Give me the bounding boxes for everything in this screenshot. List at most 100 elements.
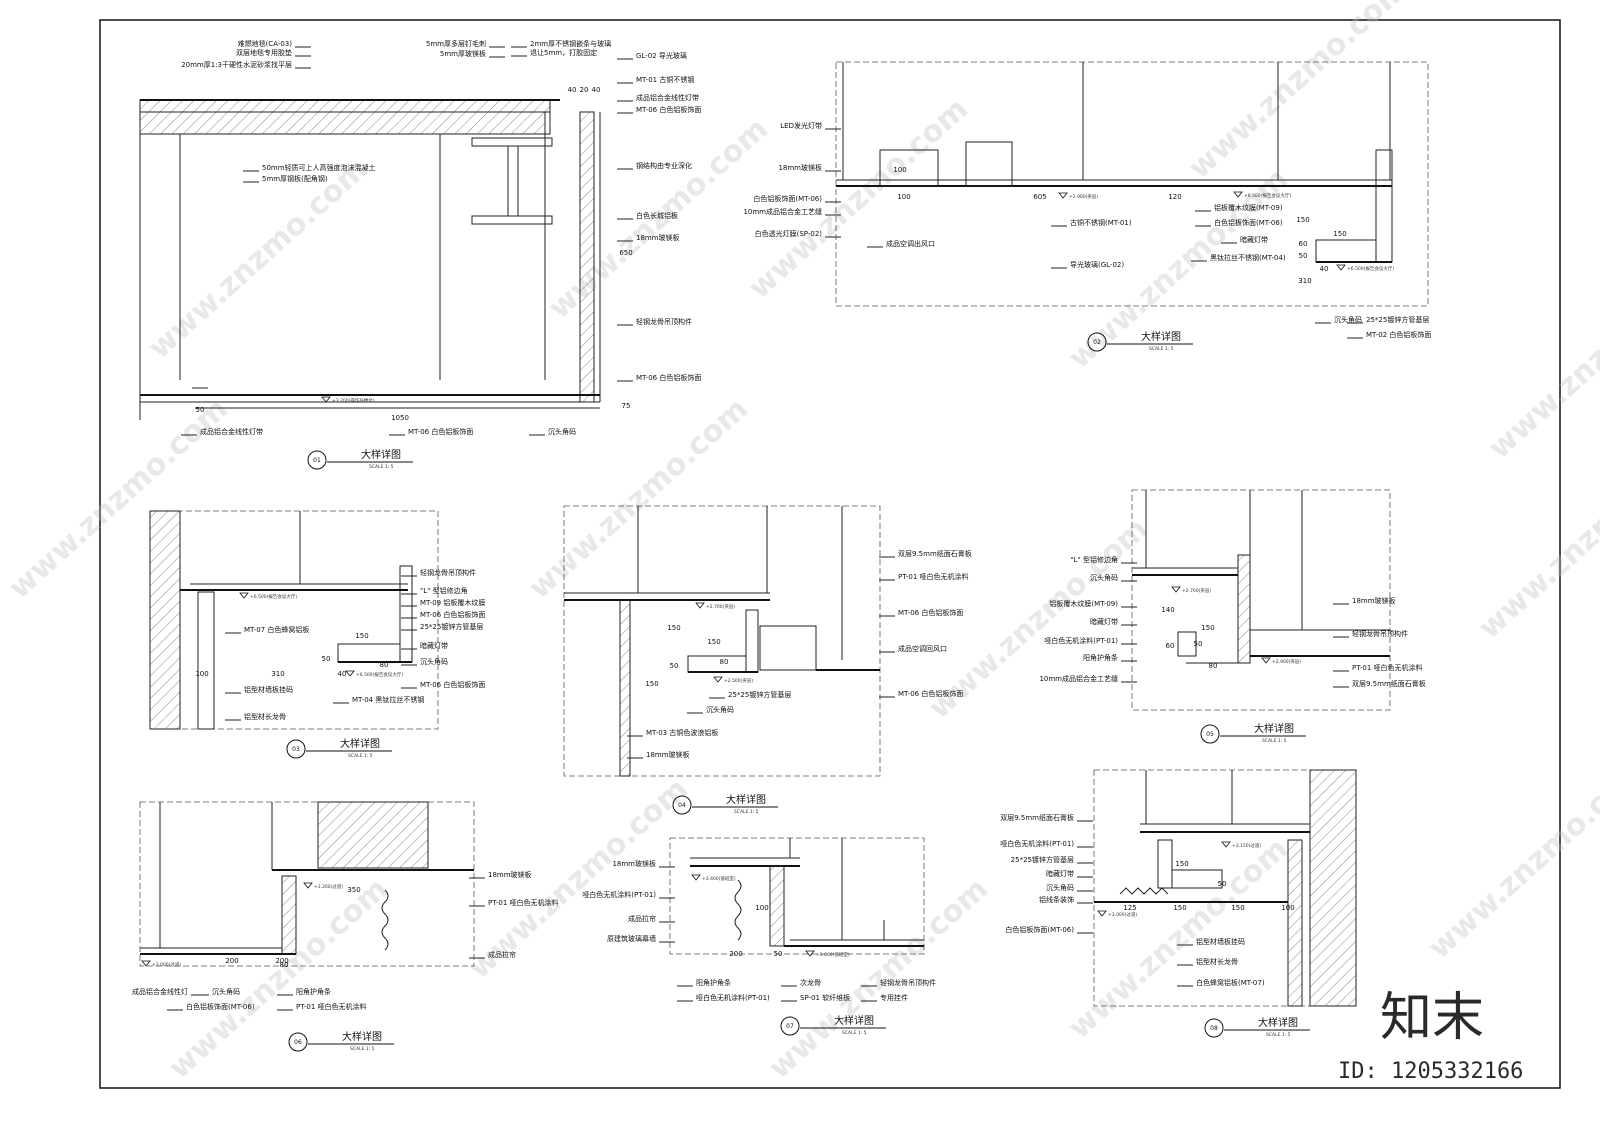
detail-01-label: 2mm厚不锈钢嵌条与玻璃 — [530, 39, 611, 48]
detail-08-label: 25*25镀锌方管基层 — [1011, 855, 1074, 864]
detail-06-dimension: 200 — [225, 957, 238, 965]
detail-07-label: 18mm玻镁板 — [612, 859, 656, 868]
detail-06-label: 成品铝合金线性灯 — [132, 987, 188, 996]
detail-04-level: +2.700(夹层) — [706, 603, 735, 610]
detail-02-dimension: 310 — [1298, 277, 1311, 285]
detail-01-label: 钢结构由专业深化 — [636, 161, 692, 170]
detail-01-label: MT-06 白色铝板饰面 — [408, 427, 473, 436]
detail-03-level-marker — [239, 592, 249, 599]
watermark-text: www.znzmo.com — [1482, 251, 1600, 466]
detail-08-dimension: 150 — [1175, 860, 1188, 868]
detail-07-dimension: 50 — [774, 950, 783, 958]
detail-01-title: 大样详图 — [361, 448, 401, 461]
detail-04-dimension: 150 — [645, 680, 658, 688]
detail-03-label: 铝型材长龙骨 — [244, 712, 286, 721]
detail-03-label: MT-09 铝板覆木纹膜 — [420, 598, 485, 607]
detail-07-label: SP-01 软纤维板 — [800, 993, 850, 1002]
detail-03-label: 25*25镀锌方管基层 — [420, 622, 483, 631]
detail-07-number: 07 — [786, 1023, 794, 1030]
detail-05-label: 10mm成品铝合金工艺缝 — [1039, 674, 1118, 683]
detail-03-dimension: 100 — [195, 670, 208, 678]
detail-03-dimension: 80 — [380, 661, 389, 669]
detail-05-label: PT-01 哑白色无机涂料 — [1352, 663, 1423, 672]
detail-01-label: 20mm厚1:3干硬性水泥砂浆找平层 — [181, 60, 292, 69]
detail-02-title: 大样详图 — [1141, 330, 1181, 343]
detail-03-dimension: 310 — [271, 670, 284, 678]
detail-02-number-bubble — [1087, 332, 1107, 352]
detail-06-label: 白色铝板饰面(MT-06) — [186, 1002, 255, 1011]
detail-01-dimension: 75 — [622, 402, 631, 410]
detail-08-number-bubble — [1204, 1018, 1224, 1038]
detail-02-label: 10mm成品铝合金工艺缝 — [743, 207, 822, 216]
detail-07-label: 轻钢龙骨吊顶构件 — [880, 978, 936, 987]
detail-05-label: 哑白色无机涂料(PT-01) — [1044, 636, 1118, 645]
detail-02-geometry — [835, 61, 1429, 307]
watermark-text: www.znzmo.com — [762, 871, 995, 1086]
detail-08-geometry — [1093, 769, 1357, 1007]
detail-04-number-bubble — [672, 795, 692, 815]
detail-01-label: 难燃地毯(CA-03) — [238, 39, 293, 48]
detail-04-label: 成品空调回风口 — [898, 644, 947, 653]
detail-07-dimension: 100 — [755, 904, 768, 912]
detail-02-label: 白色铝板饰面(MT-06) — [1214, 218, 1283, 227]
sheet-border — [99, 19, 1561, 1089]
detail-03-label: 轻钢龙骨吊顶构件 — [420, 568, 476, 577]
detail-05-dimension: 60 — [1166, 642, 1175, 650]
detail-03-label: MT-07 白色蜂窝铝板 — [244, 625, 309, 634]
detail-08-dimension: 150 — [1231, 904, 1244, 912]
detail-03-dimension: 50 — [322, 655, 331, 663]
detail-01-dimension: 1050 — [391, 414, 409, 422]
detail-04-level: +2.500(夹层) — [724, 677, 753, 684]
detail-02-dimension: 50 — [1299, 252, 1308, 260]
detail-03-number: 03 — [292, 746, 300, 753]
detail-04-scale: SCALE 1: 5 — [734, 809, 759, 815]
detail-01-label: MT-01 古铜不锈钢 — [636, 75, 694, 84]
detail-04-label: 25*25镀锌方管基层 — [728, 690, 791, 699]
detail-02-dimension: 60 — [1299, 240, 1308, 248]
detail-07-dimension: 200 — [729, 950, 742, 958]
detail-07-label: 原建筑玻璃幕墙 — [607, 934, 656, 943]
detail-02-label: MT-02 白色铝板饰面 — [1366, 330, 1431, 339]
detail-08-number: 08 — [1210, 1025, 1218, 1032]
detail-04-level-marker — [713, 676, 723, 683]
detail-04-label: PT-01 哑白色无机涂料 — [898, 572, 969, 581]
detail-08-dimension: 50 — [1218, 880, 1227, 888]
detail-02-label: 黑钛拉丝不锈钢(MT-04) — [1210, 253, 1286, 262]
detail-07-level: +3.000(值班室) — [816, 951, 850, 958]
detail-01-label: 5mm厚钢板(配角钢) — [262, 174, 328, 183]
detail-05-label: "L" 型铝修边角 — [1070, 555, 1118, 564]
detail-01-label: MT-06 白色铝板饰面 — [636, 373, 701, 382]
detail-01-dimension: 20 — [580, 86, 589, 94]
watermark-text: www.znzmo.com — [1472, 431, 1600, 646]
detail-01-label: 白色长城铝板 — [636, 211, 678, 220]
brand-id: ID: 1205332166 — [1338, 1059, 1523, 1084]
detail-01-level: +3.200(操作层楼位) — [332, 397, 375, 404]
detail-02-dimension: 150 — [1296, 216, 1309, 224]
detail-04-dimension: 50 — [670, 662, 679, 670]
detail-07-label: 哑白色无机涂料(PT-01) — [582, 890, 656, 899]
detail-08-level: +3.150(过道) — [1232, 842, 1261, 849]
detail-03-level: +6.500(报告会议大厅) — [250, 593, 297, 600]
detail-05-label: 双层9.5mm纸面石膏板 — [1352, 679, 1426, 688]
detail-05-label: 暗藏灯带 — [1090, 617, 1118, 626]
detail-06-dimension: 350 — [347, 886, 360, 894]
detail-04-geometry — [563, 505, 881, 777]
watermark-text: www.znzmo.com — [142, 151, 375, 366]
detail-08-dimension: 125 — [1123, 904, 1136, 912]
detail-01-label: 18mm玻镁板 — [636, 233, 680, 242]
detail-07-label: 阳角护角条 — [696, 978, 731, 987]
detail-07-level-marker — [805, 950, 815, 957]
detail-01-dimension: 650 — [619, 249, 632, 257]
detail-05-dimension: 150 — [1201, 624, 1214, 632]
detail-06-level-marker — [303, 882, 313, 889]
detail-08-label: 沉头角码 — [1046, 883, 1074, 892]
detail-03-title: 大样详图 — [340, 737, 380, 750]
detail-02-scale: SCALE 1: 5 — [1149, 346, 1174, 352]
detail-02-label: 18mm玻镁板 — [778, 163, 822, 172]
detail-05-number-bubble — [1200, 724, 1220, 744]
watermark-text: www.znzmo.com — [1422, 751, 1600, 966]
detail-03-label: MT-04 黑钛拉丝不锈钢 — [352, 695, 424, 704]
detail-06-dimension: 80 — [280, 961, 289, 969]
watermark-text: www.znzmo.com — [2, 391, 235, 606]
